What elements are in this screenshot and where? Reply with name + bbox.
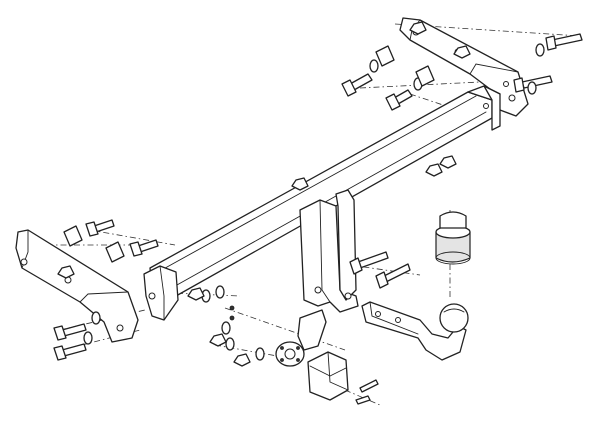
- electrical-socket: [307, 351, 349, 401]
- bolt: [375, 263, 411, 289]
- socket-plate: [275, 309, 327, 367]
- nut: [439, 155, 457, 169]
- nut: [425, 163, 443, 177]
- clamp-plate: [375, 45, 395, 67]
- nut: [187, 287, 205, 301]
- clamp-plate: [415, 65, 435, 87]
- center-hanger-bracket: [299, 189, 359, 313]
- nut: [229, 305, 235, 311]
- nut: [291, 177, 309, 191]
- bolt: [355, 395, 371, 405]
- cross-beam: [143, 85, 501, 321]
- left-mounting-bracket: [15, 229, 139, 343]
- washer: [215, 285, 225, 299]
- tow-ball-cap: [435, 211, 471, 265]
- washer: [535, 43, 545, 57]
- bolt: [129, 239, 159, 257]
- clamp-plate: [63, 225, 83, 247]
- nut: [57, 265, 75, 279]
- washer: [369, 59, 379, 73]
- bolt: [85, 219, 115, 237]
- washer: [91, 311, 101, 325]
- washer: [527, 81, 537, 95]
- washer: [225, 337, 235, 351]
- tow-ball-neck: [361, 301, 467, 361]
- bolt: [53, 343, 87, 361]
- nut: [233, 353, 251, 367]
- tow-ball: [439, 303, 469, 333]
- clamp-plates: [63, 45, 435, 263]
- bolt: [341, 73, 373, 97]
- nuts: [57, 21, 471, 367]
- washer: [221, 321, 231, 335]
- nut: [409, 21, 427, 35]
- bolts: [53, 33, 583, 405]
- nut: [229, 315, 235, 321]
- bolt: [349, 251, 389, 275]
- nut: [453, 45, 471, 59]
- bolt: [359, 379, 379, 393]
- washer: [255, 347, 265, 361]
- nut: [209, 333, 227, 347]
- washer: [83, 331, 93, 345]
- bolt: [385, 89, 413, 111]
- bolt: [545, 33, 583, 51]
- bolt: [53, 323, 87, 341]
- clamp-plate: [105, 241, 125, 263]
